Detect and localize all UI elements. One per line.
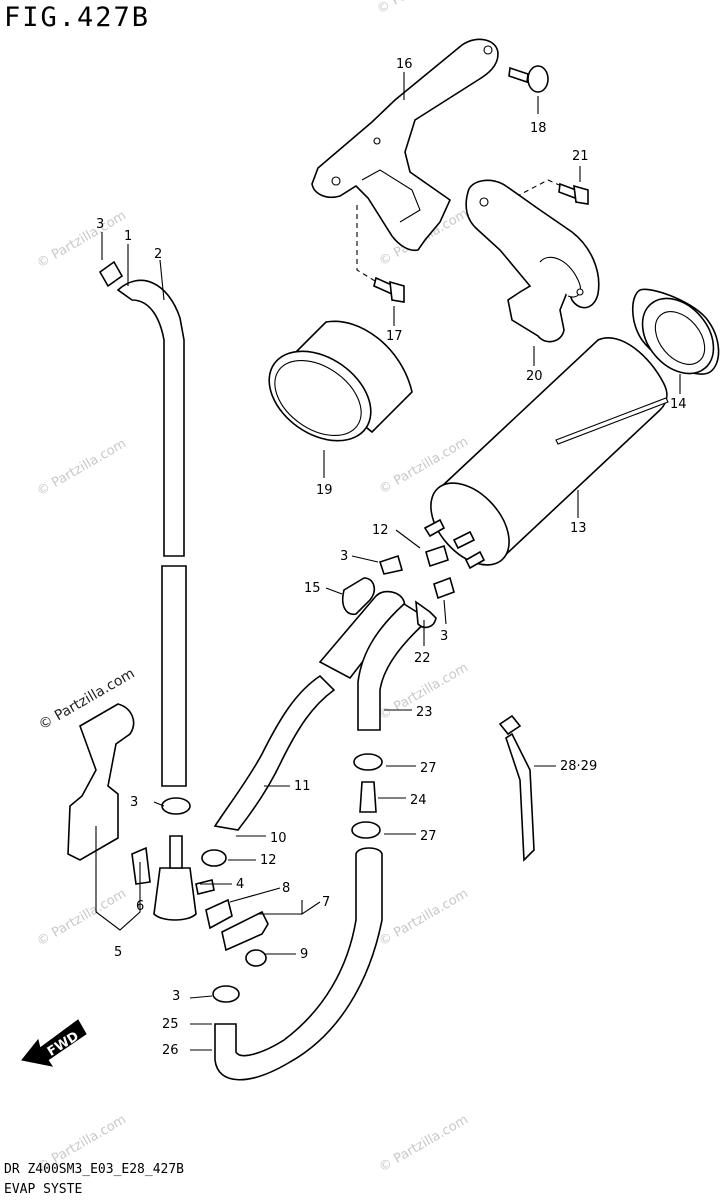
bolt-21 xyxy=(499,179,589,206)
callout-label: 21 xyxy=(572,149,589,164)
callout-label: 7 xyxy=(322,895,330,910)
leader-lines xyxy=(95,72,681,1051)
hose-26 xyxy=(214,847,383,1081)
callout-label: 1 xyxy=(124,229,132,244)
callout-label: 10 xyxy=(270,831,287,846)
callout-label: 24 xyxy=(410,793,427,808)
hose-11 xyxy=(213,590,406,831)
callout-label: 26 xyxy=(162,1043,179,1058)
hose-23 xyxy=(357,600,437,731)
clamp-3-upper xyxy=(378,554,404,575)
end-cap-14 xyxy=(631,288,720,375)
callout-label: 2 xyxy=(154,247,162,262)
callout-label: 12 xyxy=(372,523,389,538)
canister-13 xyxy=(423,337,669,570)
fwd-arrow-badge: FWD xyxy=(21,1019,87,1067)
cup-19 xyxy=(268,320,413,442)
footer-section: EVAP SYSTE xyxy=(4,1182,83,1197)
callout-label: 5 xyxy=(114,945,122,960)
callout-label: 4 xyxy=(236,877,244,892)
callout-label: 23 xyxy=(416,705,433,720)
watermark: © Partzilla.com xyxy=(35,436,129,499)
callout-label: 3 xyxy=(172,989,180,1004)
callout-label: 3 xyxy=(130,795,138,810)
callout-label: 19 xyxy=(316,483,333,498)
clamp-7 xyxy=(221,910,269,952)
callout-label: 13 xyxy=(570,521,587,536)
callout-label: 8 xyxy=(282,881,290,896)
bolt-18 xyxy=(508,65,549,93)
hose-2 xyxy=(98,260,187,787)
callout-label: 3 xyxy=(340,549,348,564)
bolt-9 xyxy=(245,949,267,967)
callout-label: 15 xyxy=(304,581,321,596)
callout-label: 27 xyxy=(420,761,437,776)
cable-tie-2829 xyxy=(498,714,535,862)
watermark: © Partzilla.com xyxy=(377,886,471,949)
callout-label: 16 xyxy=(396,57,413,72)
watermark: © Partzilla.com xyxy=(377,1112,471,1175)
callout-label: 14 xyxy=(670,397,687,412)
callouts: 3 1 2 16 18 21 17 20 14 19 13 12 3 15 3 … xyxy=(96,57,687,1058)
callout-label: 11 xyxy=(294,779,311,794)
clamp-3-lower xyxy=(212,985,240,1003)
clamp-3-right xyxy=(433,576,455,600)
callout-label: 6 xyxy=(136,899,144,914)
callout-label: 27 xyxy=(420,829,437,844)
clamp-8 xyxy=(205,898,233,930)
bracket-5 xyxy=(67,703,135,861)
watermark: © Partzilla.com xyxy=(35,886,129,949)
callout-label: 3 xyxy=(96,217,104,232)
callout-label: 3 xyxy=(440,629,448,644)
bolt-17 xyxy=(356,205,405,303)
callout-label: 20 xyxy=(526,369,543,384)
callout-label: 28·29 xyxy=(560,759,597,774)
clamp-12-upper xyxy=(425,544,449,568)
callout-label: 12 xyxy=(260,853,277,868)
callout-label: 17 xyxy=(386,329,403,344)
callout-label: 18 xyxy=(530,121,547,136)
bracket-20 xyxy=(465,179,600,343)
joint-24 xyxy=(359,781,377,813)
clamp-27a xyxy=(353,753,383,771)
hose-15 xyxy=(341,577,376,615)
callout-label: 9 xyxy=(300,947,308,962)
clamp-27b xyxy=(351,821,381,839)
figure-title: FIG.427B xyxy=(4,2,151,33)
watermark: © Partzilla.com xyxy=(375,0,469,17)
callout-label: 25 xyxy=(162,1017,179,1032)
clamp-12-lower xyxy=(201,849,227,867)
clamp-3-mid xyxy=(161,797,191,815)
footer-code: DR Z400SM3_E03_E28_427B xyxy=(4,1162,185,1177)
callout-label: 22 xyxy=(414,651,431,666)
bracket-16 xyxy=(311,38,499,252)
valve-4 xyxy=(131,835,215,921)
